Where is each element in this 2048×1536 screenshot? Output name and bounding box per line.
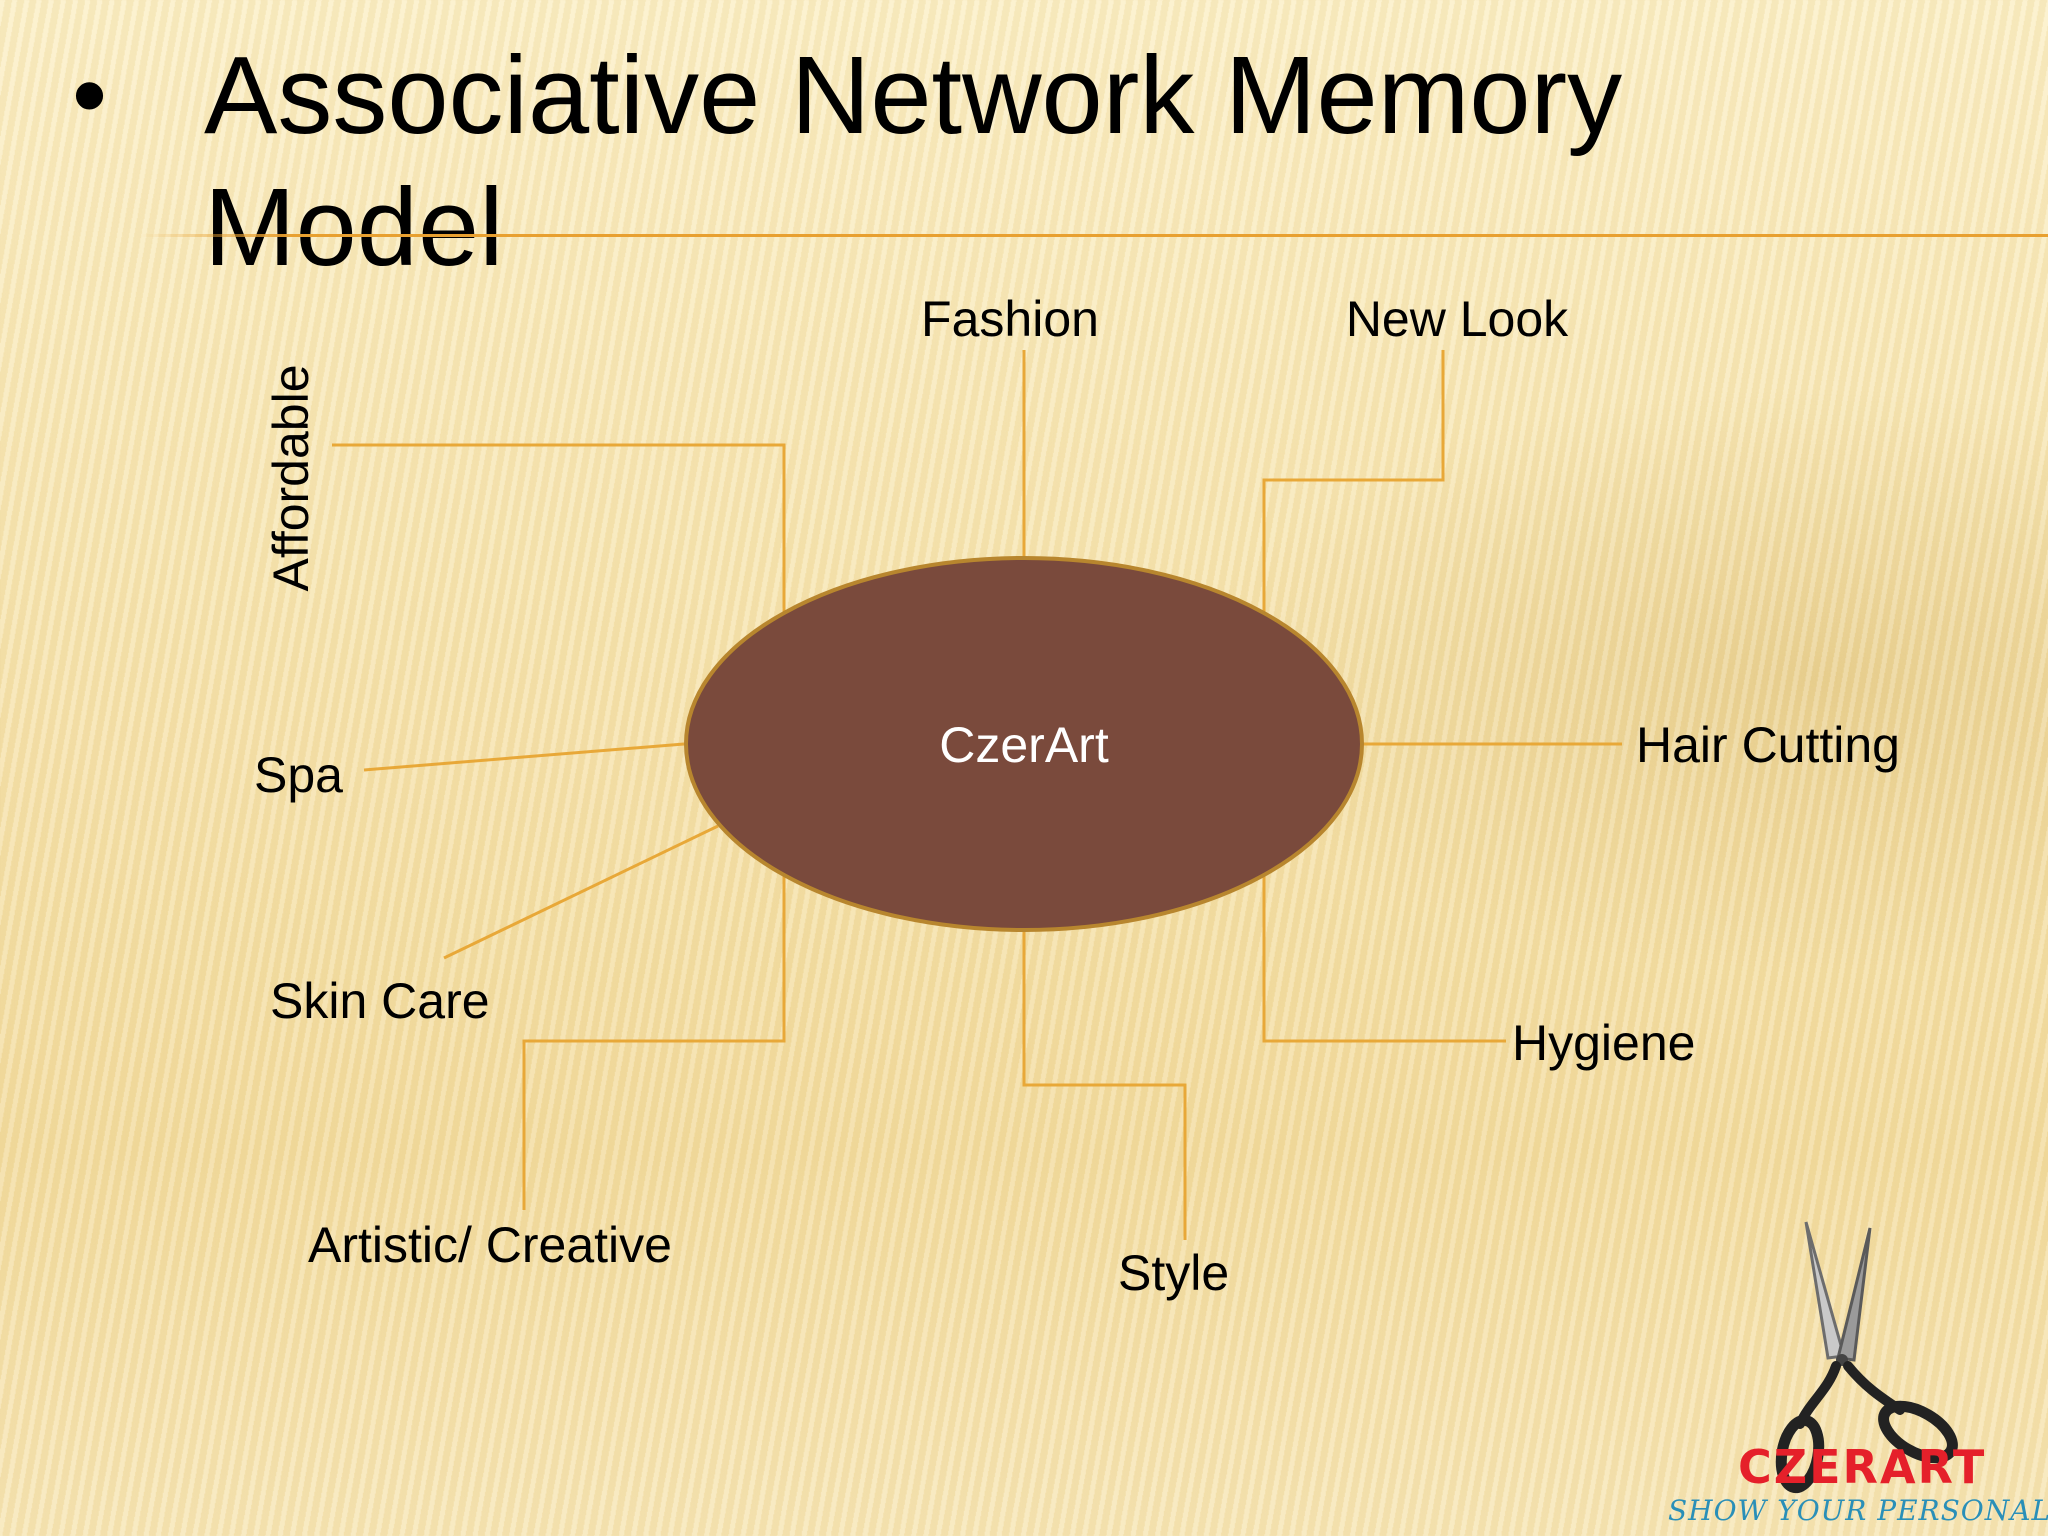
node-hair-cutting: Hair Cutting <box>1636 717 1900 773</box>
center-node <box>684 556 1364 932</box>
node-new-look: New Look <box>1346 291 1569 347</box>
brand-tagline: SHOW YOUR PERSONALITY <box>1668 1494 2048 1527</box>
connector-style <box>1022 930 1187 1240</box>
node-fashion: Fashion <box>921 291 1099 347</box>
connector-spa <box>363 742 685 772</box>
node-spa: Spa <box>254 747 343 803</box>
connector-skin-care <box>443 824 719 960</box>
connectors <box>332 350 1622 1240</box>
connector-new-look <box>1262 350 1445 612</box>
brand-logo-text: CZERART <box>1738 1440 1987 1494</box>
title-underline <box>140 234 2048 237</box>
connector-affordable <box>332 443 786 612</box>
node-hygiene: Hygiene <box>1512 1015 1695 1071</box>
connector-hygiene <box>1262 876 1506 1043</box>
slide-title: Associative Network Memory Model <box>204 34 1623 289</box>
scissors-icon <box>1775 1221 1958 1494</box>
connector-artistic-creative <box>522 876 786 1210</box>
node-artistic-creative: Artistic/ Creative <box>308 1217 672 1273</box>
title-bullet: • <box>72 39 108 151</box>
node-skin-care: Skin Care <box>270 973 490 1029</box>
center-node-label: CzerArt <box>939 717 1109 773</box>
node-style: Style <box>1118 1245 1229 1301</box>
node-affordable: Affordable <box>263 364 319 591</box>
